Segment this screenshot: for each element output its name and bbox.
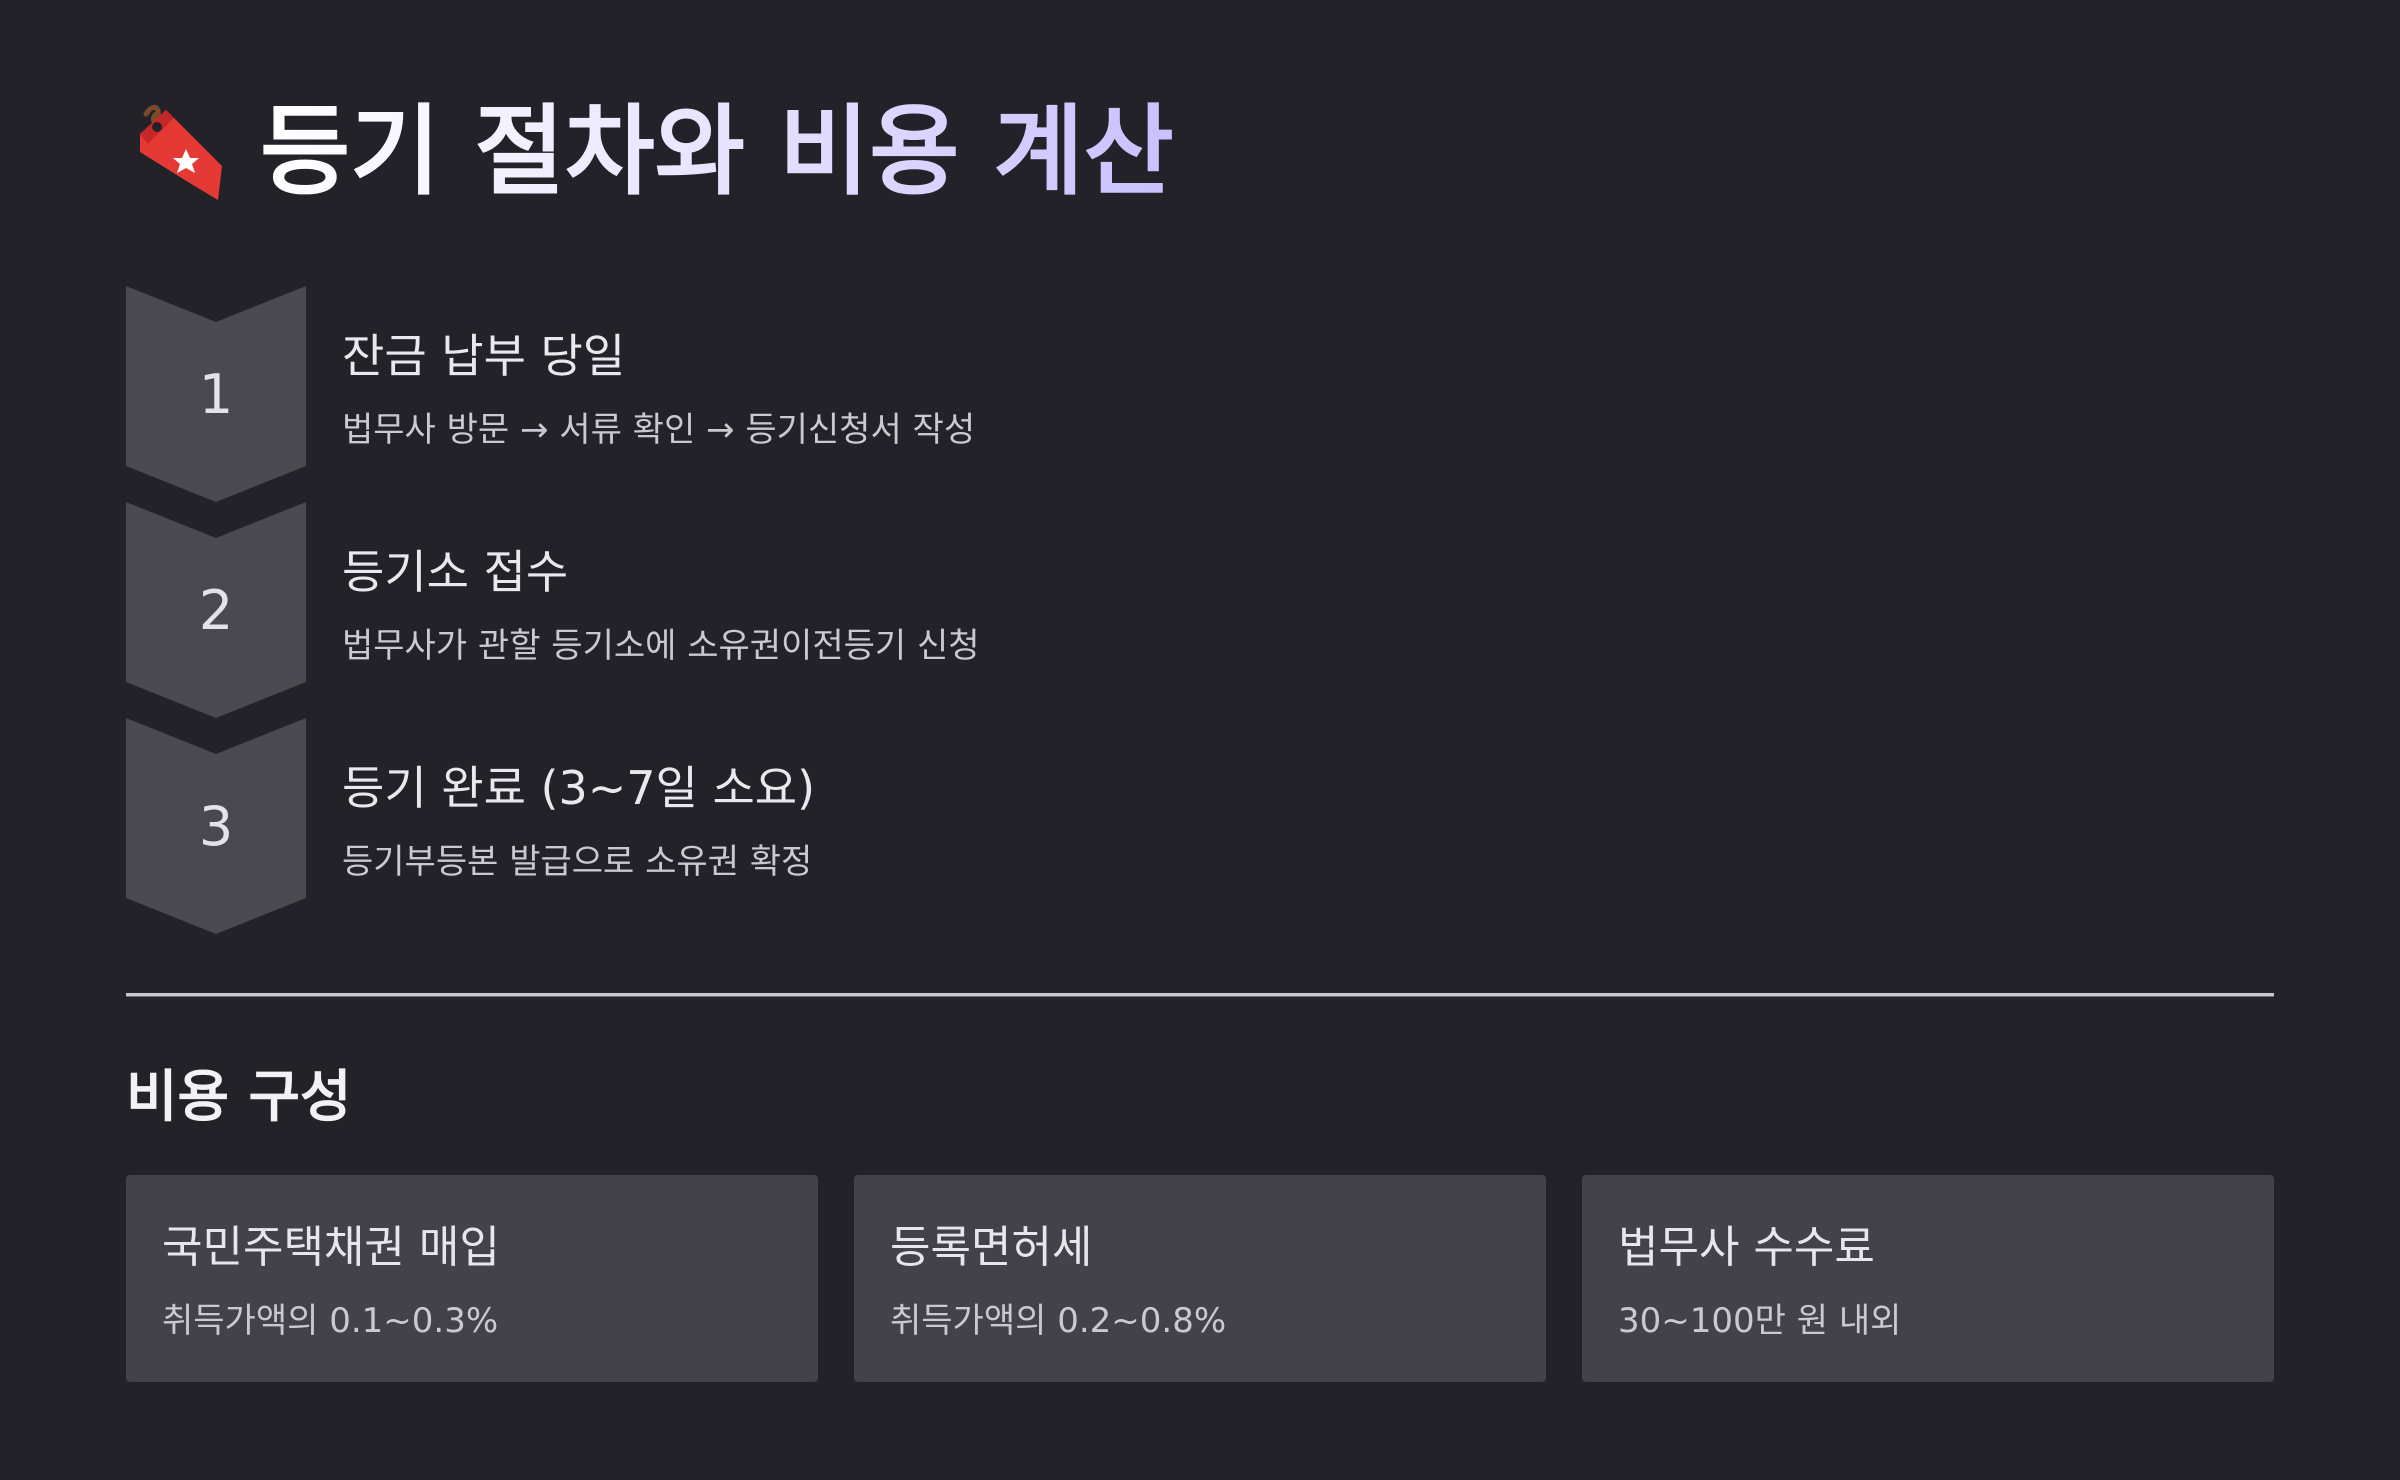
cost-card-list: 국민주택채권 매입 취득가액의 0.1~0.3% 등록면허세 취득가액의 0.2…: [126, 1175, 2274, 1382]
step-item: 1 잔금 납부 당일 법무사 방문 → 서류 확인 → 등기신청서 작성: [126, 286, 1326, 502]
step-chevron: [126, 502, 306, 718]
cost-card-description: 30~100만 원 내외: [1618, 1301, 1902, 1341]
step-description: 법무사 방문 → 서류 확인 → 등기신청서 작성: [342, 410, 976, 450]
cost-card-description: 취득가액의 0.1~0.3%: [162, 1301, 499, 1341]
step-title: 등기 완료 (3~7일 소요): [342, 761, 816, 815]
step-list: 1 잔금 납부 당일 법무사 방문 → 서류 확인 → 등기신청서 작성 2 등…: [126, 286, 1326, 934]
cost-card-title: 법무사 수수료: [1618, 1222, 1875, 1273]
step-item: 3 등기 완료 (3~7일 소요) 등기부등본 발급으로 소유권 확정: [126, 718, 1326, 934]
step-chevron: [126, 286, 306, 502]
cost-card: 국민주택채권 매입 취득가액의 0.1~0.3%: [126, 1175, 818, 1382]
cost-card: 등록면허세 취득가액의 0.2~0.8%: [854, 1175, 1546, 1382]
cost-card-title: 등록면허세: [890, 1222, 1093, 1273]
step-number: 2: [198, 578, 234, 642]
step-number: 3: [198, 794, 234, 858]
step-description: 등기부등본 발급으로 소유권 확정: [342, 842, 813, 882]
step-item: 2 등기소 접수 법무사가 관할 등기소에 소유권이전등기 신청: [126, 502, 1326, 718]
section-title: 비용 구성: [126, 1065, 352, 1130]
page-title: 등기 절차와 비용 계산: [126, 92, 1174, 212]
cost-card-description: 취득가액의 0.2~0.8%: [890, 1301, 1227, 1341]
cost-card: 법무사 수수료 30~100만 원 내외: [1582, 1175, 2274, 1382]
step-title: 잔금 납부 당일: [342, 329, 626, 383]
step-number: 1: [198, 362, 234, 426]
step-chevron: [126, 718, 306, 934]
step-description: 법무사가 관할 등기소에 소유권이전등기 신청: [342, 626, 980, 666]
title-text: 등기 절차와 비용 계산: [260, 92, 1174, 212]
section-divider: [126, 993, 2274, 997]
step-title: 등기소 접수: [342, 545, 569, 599]
bookmark-tag-icon: [126, 100, 230, 204]
cost-card-title: 국민주택채권 매입: [162, 1222, 500, 1273]
